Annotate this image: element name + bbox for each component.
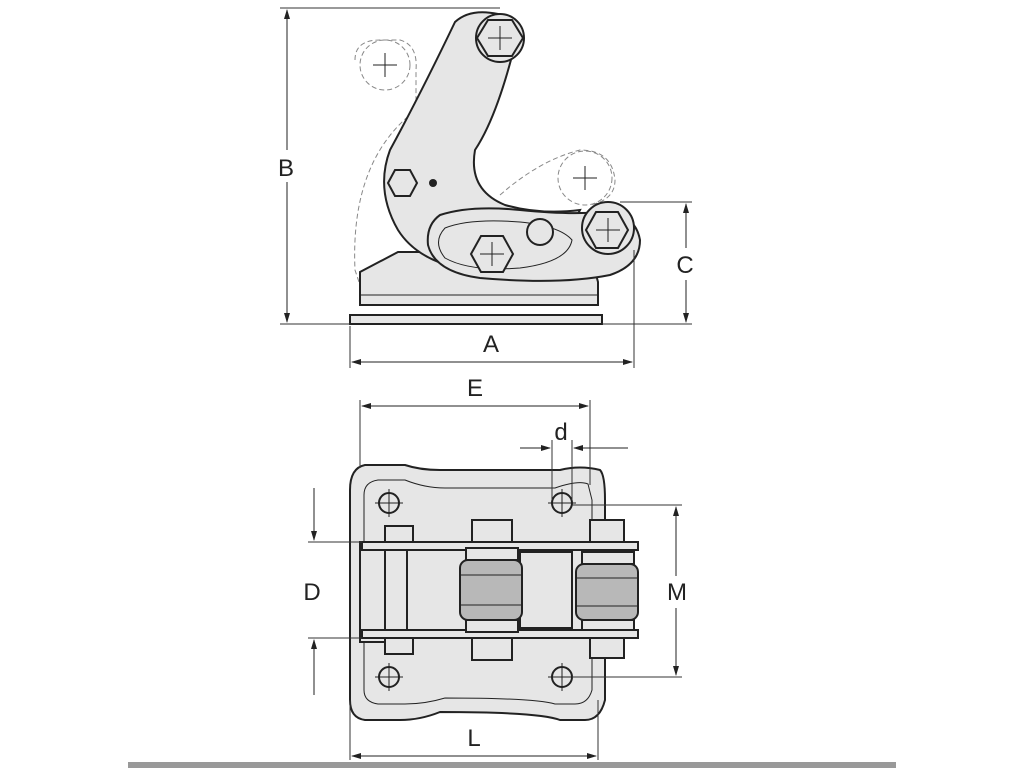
dimension-e: E (359, 375, 591, 485)
nut-top-left (384, 525, 414, 543)
label-b: B (278, 155, 294, 182)
pivot-dot (429, 179, 437, 187)
label-m: M (667, 579, 687, 606)
dimension-l: L (349, 700, 599, 760)
label-c: C (676, 252, 693, 279)
label-e: E (467, 375, 483, 402)
roller-center (459, 519, 523, 661)
dimension-d: D (303, 488, 362, 695)
nut-bottom-left (384, 637, 414, 655)
ghost-outline (354, 39, 616, 286)
roller-right (575, 519, 639, 659)
side-view: B C A (274, 7, 700, 368)
dimension-b: B (274, 7, 500, 325)
nut-center (469, 235, 515, 273)
dimension-m: M (572, 504, 694, 678)
floor-bar (128, 762, 896, 768)
label-d: D (303, 579, 320, 606)
label-a: A (483, 331, 499, 358)
label-d-small: d (554, 419, 567, 446)
dimension-c: C (602, 201, 700, 325)
dimension-d-small: d (520, 419, 628, 500)
base-plate-lower (349, 314, 603, 325)
label-l: L (467, 725, 480, 752)
nut-right (581, 201, 635, 255)
dimension-a: A (349, 250, 635, 368)
nut-left (386, 169, 419, 197)
nut-top (475, 13, 525, 63)
top-view: E d D M L (303, 375, 694, 760)
